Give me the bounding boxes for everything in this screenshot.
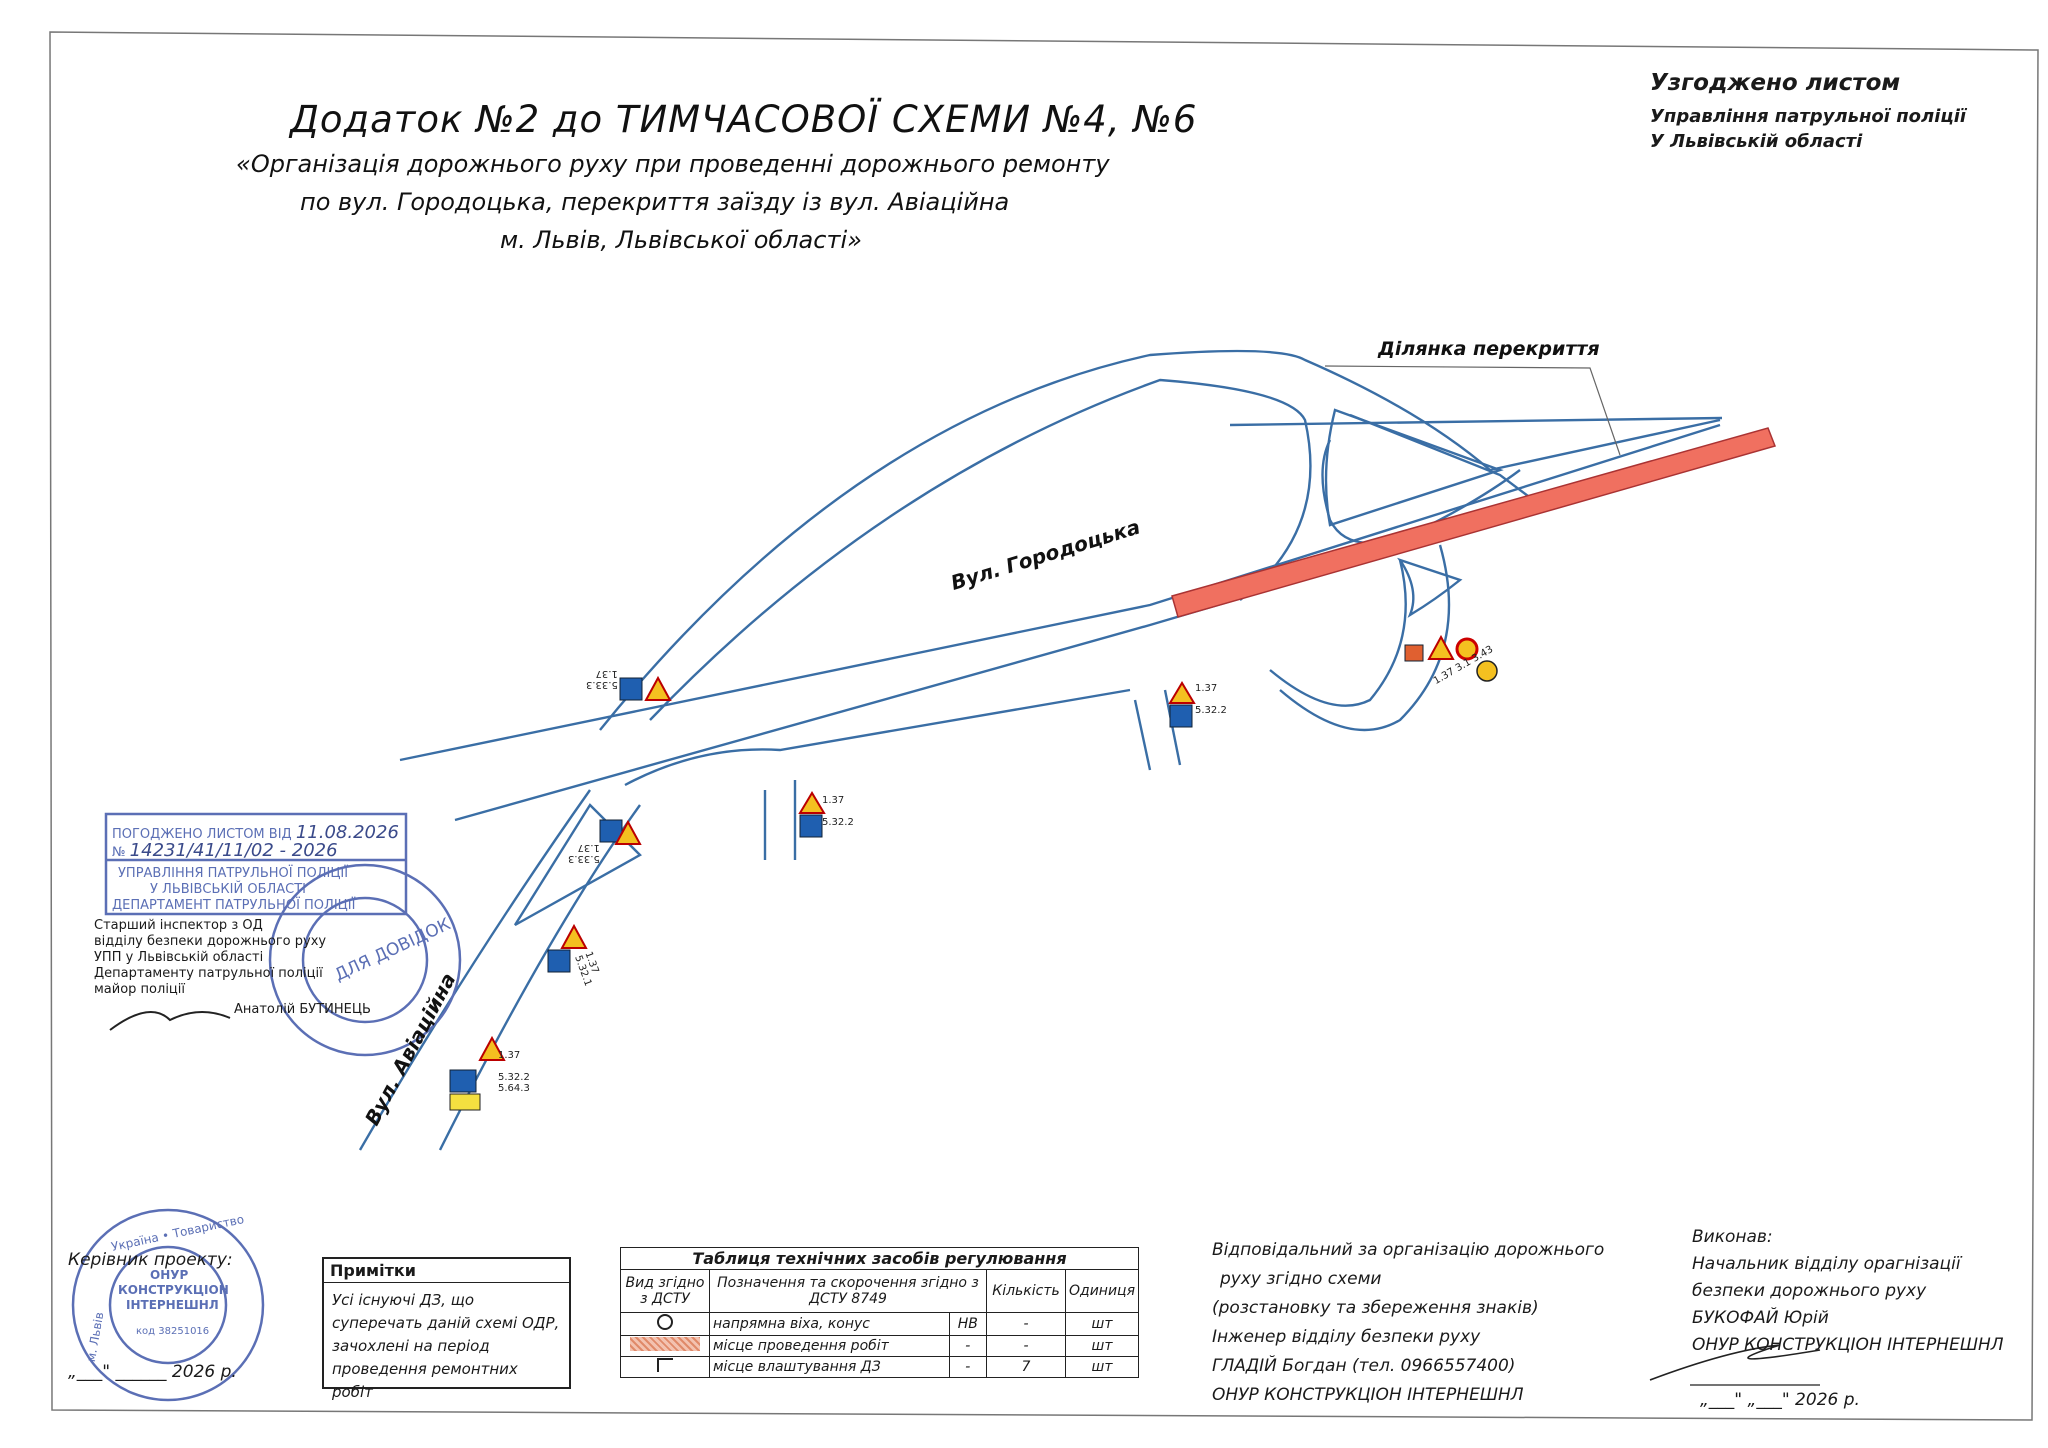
executor-heading: Виконав:: [1692, 1227, 1773, 1247]
approval-stamp-line-1: ПОГОДЖЕНО ЛИСТОМ ВІД 11.08.2026: [112, 822, 399, 843]
road-curve-lower: [624, 688, 1131, 787]
notes-box: Примітки Усі існуючі ДЗ, що суперечать д…: [322, 1257, 571, 1401]
sign-cluster-s3: [1168, 681, 1196, 728]
approval-stamp-line-4: ДЕПАРТАМЕНТ ПАТРУЛЬНОЇ ПОЛІЦІЇ: [112, 898, 356, 913]
road-ramp-south-2: [1279, 544, 1451, 732]
sign-post-symbol-icon: [620, 1356, 710, 1378]
closure-leader-line: [1324, 365, 1621, 456]
title-line-3: м. Львів, Львівської області»: [500, 226, 862, 254]
company-stamp-center-1: ОНУР: [150, 1268, 189, 1282]
sign-cluster-s4: [599, 819, 642, 845]
table-header-designation: Позначення та скорочення згідно з ДСТУ 8…: [709, 1269, 987, 1313]
responsible-line-1: Відповідальний за організацію дорожнього: [1212, 1240, 1605, 1260]
company-stamp-center-2: КОНСТРУКЦІОН: [118, 1283, 229, 1297]
sign-cluster-s7: [1404, 634, 1498, 682]
company-stamp: [71, 1208, 265, 1402]
road-loop-right: [1349, 413, 1541, 506]
title-line-1: «Організація дорожнього руху при проведе…: [236, 150, 1110, 178]
notes-heading: Примітки: [324, 1259, 569, 1283]
inspector-line-1: Старший інспектор з ОД: [94, 918, 263, 933]
approval-stamp-line-3: У ЛЬВІВСЬКІЙ ОБЛАСТІ: [150, 882, 307, 897]
executor-date: „___" „___" 2026 р.: [1700, 1390, 1860, 1410]
road-arc-inner: [649, 378, 1312, 721]
executor-line-4: ОНУР КОНСТРУКЦІОН ІНТЕРНЕШНЛ: [1692, 1335, 2004, 1355]
responsible-line-2: руху згідно схеми: [1220, 1269, 1382, 1289]
inspector-signature: [109, 1010, 231, 1031]
page-title: Додаток №2 до ТИМЧАСОВОЇ СХЕМИ №4, №6: [290, 98, 1198, 141]
sheet-frame: [49, 31, 2039, 1421]
table-row: місце проведення робіт - - шт: [620, 1335, 1140, 1357]
inspector-line-4: Департаменту патрульної поліції: [94, 966, 323, 981]
sign-cluster-s6: [449, 1035, 506, 1111]
table-header-type: Вид згідно з ДСТУ: [620, 1269, 710, 1313]
project-lead-date: „___" ______ 2026 р.: [68, 1362, 237, 1382]
responsible-line-3: (розстановку та збереження знаків): [1212, 1298, 1539, 1318]
round-stamp: [268, 863, 462, 1057]
responsible-block: Відповідальний за організацію дорожнього…: [1212, 1236, 1604, 1410]
inspector-line-5: майор поліції: [94, 982, 186, 997]
road-arc-outer: [599, 349, 1721, 731]
executor-line-2: безпеки дорожнього руху: [1692, 1281, 1927, 1301]
table-row: місце влаштування ДЗ - 7 шт: [620, 1356, 1140, 1378]
sign-cluster-s5: [547, 923, 588, 973]
island-small: [1397, 557, 1463, 618]
inspector-name: Анатолій БУТИНЕЦЬ: [234, 1002, 371, 1017]
project-lead-label: Керівник проекту:: [68, 1250, 233, 1270]
road-ramp-south: [1269, 559, 1407, 707]
title-line-2: по вул. Городоцька, перекриття заїзду із…: [300, 188, 1010, 216]
approval-note: Узгоджено листом Управління патрульної п…: [1650, 70, 1966, 152]
approval-line-1: Управління патрульної поліції: [1650, 106, 1967, 127]
responsible-line-4: Інженер відділу безпеки руху: [1212, 1327, 1481, 1347]
approval-stamp-frame: [104, 812, 408, 916]
road-right-top: [1229, 416, 1723, 427]
road-gorodotska-north-edge: [399, 423, 1721, 762]
executor-signature: [1649, 1344, 1821, 1381]
responsible-line-5: ГЛАДІЙ Богдан (тел. 0966557400): [1212, 1356, 1516, 1376]
inspector-line-2: відділу безпеки дорожнього руху: [94, 934, 327, 949]
work-zone-symbol-icon: [620, 1335, 710, 1357]
table-header-qty: Кількість: [986, 1269, 1066, 1313]
company-stamp-code: код 38251016: [136, 1326, 210, 1337]
executor-block: Виконав: Начальник відділу орагнізації б…: [1692, 1224, 2004, 1359]
executor-line-3: БУКОФАЙ Юрій: [1692, 1308, 1829, 1328]
table-caption: Таблиця технічних засобів регулювання: [619, 1247, 1140, 1270]
sign-cluster-s2: [798, 791, 826, 838]
table-row: напрямна віха, конус НВ - шт: [620, 1312, 1140, 1336]
responsible-line-6: ОНУР КОНСТРУКЦІОН ІНТЕРНЕШНЛ: [1212, 1385, 1524, 1405]
island-top: [1324, 408, 1504, 527]
executor-line-1: Начальник відділу орагнізації: [1692, 1254, 1961, 1274]
road-network: [358, 349, 1761, 1151]
notes-text: Усі існуючі ДЗ, що суперечать даній схем…: [332, 1291, 560, 1401]
road-aviatsiina-west: [358, 789, 591, 1151]
approval-line-2: У Львівській області: [1650, 131, 1863, 152]
table-header-unit: Одиниця: [1064, 1269, 1140, 1313]
inspector-line-3: УПП у Львівській області: [94, 950, 264, 965]
approval-stamp-line-2: УПРАВЛІННЯ ПАТРУЛЬНОЇ ПОЛІЦІЇ: [118, 866, 349, 881]
technical-means-table: Таблиця технічних засобів регулювання Ви…: [619, 1247, 1140, 1378]
closure-section: [1171, 365, 1776, 618]
stub-road-2-left: [1133, 699, 1152, 771]
inspector-block: Старший інспектор з ОД відділу безпеки д…: [94, 918, 371, 1018]
company-stamp-center-3: ІНТЕРНЕШНЛ: [126, 1298, 219, 1312]
approval-heading: Узгоджено листом: [1650, 70, 1901, 96]
closure-label: Ділянка перекриття: [1378, 338, 1600, 360]
approval-stamp-number: № 14231/41/11/02 - 2026: [112, 840, 338, 861]
sign-cluster-s1: [619, 675, 672, 701]
closure-bar: [1171, 427, 1776, 618]
cone-symbol-icon: [620, 1312, 710, 1336]
